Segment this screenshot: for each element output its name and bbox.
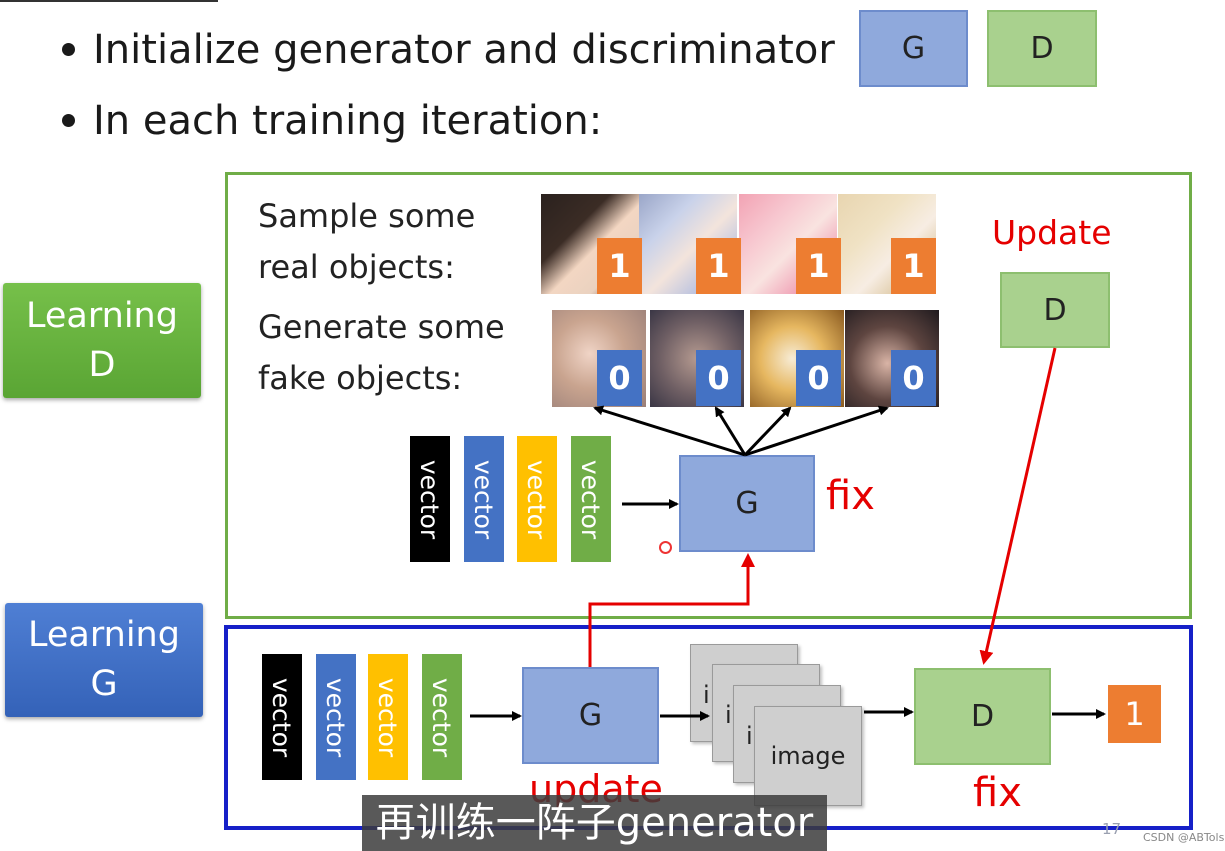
legend-generator-box: G — [859, 10, 968, 87]
legend-discriminator-box: D — [987, 10, 1097, 87]
arrow-update-d-to-fixed-d — [979, 347, 1057, 665]
fake-objects-text: Generate some fake objects: — [258, 302, 505, 404]
generator-fix-note: fix — [826, 473, 875, 519]
generator-box-fixed: G — [679, 455, 815, 552]
bullet-dot — [62, 42, 75, 56]
real-label-2: 1 — [696, 238, 741, 294]
vector-block-yellow: vector — [517, 436, 557, 562]
arrow-g-to-fake-4 — [744, 405, 889, 457]
bullet-text: Initialize generator and discriminator — [93, 27, 835, 73]
learning-d-line2: D — [88, 344, 116, 385]
real-label-3: 1 — [796, 238, 841, 294]
discriminator-box-updated: D — [1000, 272, 1110, 348]
vector-block-blue: vector — [316, 654, 356, 780]
bullet-text: In each training iteration: — [93, 98, 603, 144]
page-number: 17 — [1102, 820, 1122, 838]
learning-g-label: Learning G — [5, 603, 203, 717]
real-label-1: 1 — [597, 238, 642, 294]
real-line1: Sample some — [258, 197, 476, 235]
vector-block-black: vector — [410, 436, 450, 562]
learning-d-line1: Learning — [26, 295, 178, 336]
update-d-label: Update — [992, 213, 1112, 252]
arrow-g-update-to-g-fixed — [588, 553, 755, 667]
real-line2: real objects: — [258, 248, 455, 286]
arrow-g-to-fake-2 — [714, 406, 747, 456]
vector-block-green: vector — [571, 436, 611, 562]
fake-label-1: 0 — [597, 350, 642, 406]
vector-block-blue: vector — [464, 436, 504, 562]
generator-box-updating: G — [522, 667, 659, 764]
bullet-iteration: In each training iteration: — [62, 97, 602, 145]
learning-g-line1: Learning — [28, 615, 180, 655]
arrow-g-to-fake-1 — [593, 405, 746, 457]
generated-image-stack-4: image — [754, 706, 862, 806]
arrow-g-to-fake-3 — [743, 406, 792, 457]
video-subtitle: 再训练一阵子generator — [362, 795, 827, 851]
learning-d-label: Learning D — [3, 283, 201, 398]
fake-label-3: 0 — [796, 350, 841, 406]
bullet-initialize: Initialize generator and discriminator — [62, 26, 835, 74]
learning-d-frame — [225, 172, 1192, 619]
vector-block-black: vector — [262, 654, 302, 780]
fake-label-4: 0 — [891, 350, 936, 406]
bullet-dot — [62, 113, 75, 127]
watermark-credit: CSDN @ABTols — [1143, 831, 1225, 844]
fake-line1: Generate some — [258, 308, 505, 346]
vector-block-yellow: vector — [368, 654, 408, 780]
real-label-4: 1 — [891, 238, 936, 294]
output-label: 1 — [1108, 685, 1161, 743]
discriminator-box-fixed: D — [914, 668, 1051, 765]
real-objects-text: Sample some real objects: — [258, 191, 475, 293]
vector-block-green: vector — [422, 654, 462, 780]
cursor-marker — [659, 541, 672, 554]
learning-g-line2: G — [90, 664, 118, 704]
fake-line2: fake objects: — [258, 359, 463, 397]
discriminator-fix-note: fix — [973, 770, 1022, 816]
fake-label-2: 0 — [696, 350, 741, 406]
top-rule — [0, 0, 218, 2]
